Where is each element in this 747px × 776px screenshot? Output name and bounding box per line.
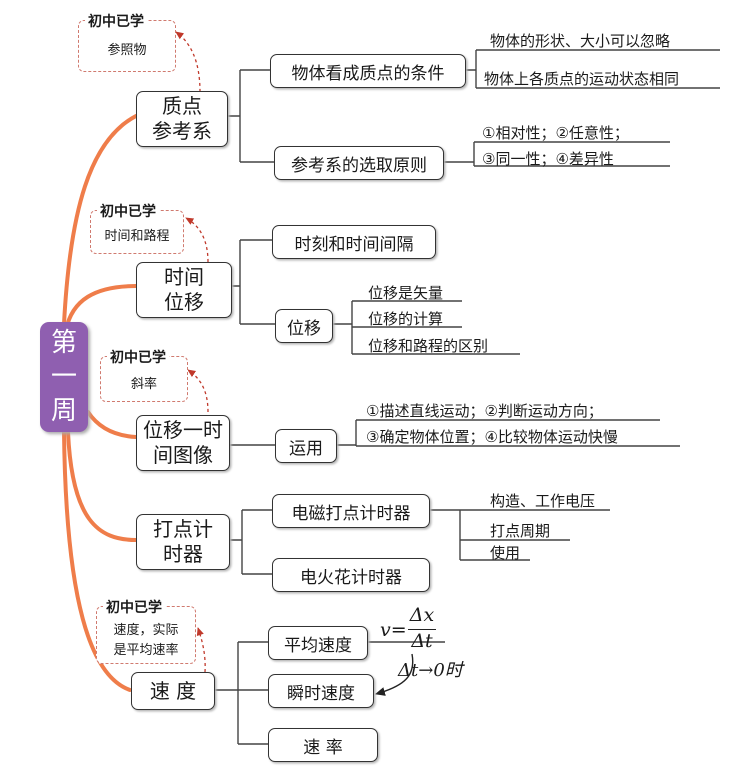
- note-title: 初中已学: [97, 201, 159, 221]
- formula-numerator: Δx: [409, 604, 435, 626]
- node-inst-speed: 瞬时速度: [268, 674, 374, 708]
- detail-timer-1: 构造、工作电压: [490, 492, 596, 510]
- note-prior-3: 初中已学 斜率: [100, 347, 188, 402]
- note-title: 初中已学: [103, 597, 165, 617]
- formula-lhs: v=: [380, 619, 407, 641]
- branch-title-line: 位移一时: [143, 418, 223, 442]
- note-line: 斜率: [130, 377, 157, 392]
- detail-particle-1: 物体的形状、大小可以忽略: [490, 32, 671, 50]
- root-node: 第 一 周: [40, 322, 88, 432]
- node-displacement: 位移: [275, 309, 333, 343]
- node-frame-principle: 参考系的选取原则: [274, 146, 444, 180]
- node-label: 物体看成质点的条件: [291, 63, 445, 84]
- node-label: 电磁打点计时器: [291, 503, 411, 524]
- branch-title-line: 时间: [164, 265, 204, 289]
- note-line: 时间和路程: [104, 229, 170, 244]
- branch-speed: 速 度: [131, 672, 215, 710]
- note-prior-1: 初中已学 参照物: [78, 11, 176, 72]
- note1-arrow: [175, 31, 201, 93]
- branch-particle-frame: 质点 参考系: [136, 91, 228, 147]
- note-prior-2: 初中已学 时间和路程: [90, 201, 184, 254]
- branch-title-line: 位移: [164, 290, 204, 314]
- node-label: 运用: [289, 438, 323, 459]
- detail-frame-1: ①相对性；②任意性；: [482, 124, 629, 142]
- link-root-branch5: [62, 430, 132, 692]
- note3-arrow: [187, 369, 209, 413]
- detail-disp-3: 位移和路程的区别: [368, 337, 489, 355]
- node-label: 位移: [287, 318, 321, 339]
- node-label: 平均速度: [284, 635, 352, 656]
- note-line: 参照物: [107, 43, 147, 58]
- formula-arrow: [374, 653, 414, 696]
- formula-denominator: Δt: [411, 630, 433, 652]
- node-application: 运用: [275, 429, 337, 463]
- node-avg-speed: 平均速度: [268, 626, 368, 660]
- node-label: 速 率: [303, 737, 343, 758]
- detail-particle-2: 物体上各质点的运动状态相同: [484, 70, 680, 88]
- link-root-branch2: [64, 284, 138, 332]
- detail-timer-2: 打点周期: [490, 522, 551, 540]
- note-prior-4: 初中已学 速度，实际 是平均速率: [96, 597, 196, 664]
- root-char-2: 一: [50, 362, 77, 392]
- formula-limit: Δt→0时: [398, 660, 463, 681]
- node-label: 电火花计时器: [300, 567, 402, 588]
- note2-arrow: [185, 217, 209, 263]
- note-title: 初中已学: [107, 347, 169, 367]
- node-moment-interval: 时刻和时间间隔: [272, 225, 436, 259]
- branch-title-line: 质点: [162, 94, 202, 118]
- node-particle-condition: 物体看成质点的条件: [270, 54, 466, 88]
- note-title: 初中已学: [85, 11, 147, 31]
- detail-timer-3: 使用: [490, 544, 521, 562]
- note4-arrow: [196, 627, 206, 673]
- branch-displacement-time-graph: 位移一时 间图像: [136, 415, 230, 471]
- branch-title-line: 时器: [163, 542, 203, 566]
- branch-time-displacement: 时间 位移: [136, 262, 232, 318]
- branch-ticker-timer: 打点计 时器: [136, 514, 230, 570]
- link-root-branch4: [66, 430, 138, 542]
- detail-app-2: ③确定物体位置；④比较物体运动快慢: [366, 428, 618, 446]
- note-line: 速度，实际: [113, 623, 179, 638]
- root-char-3: 周: [50, 396, 77, 426]
- detail-app-1: ①描述直线运动；②判断运动方向；: [366, 402, 603, 420]
- detail-frame-2: ③同一性；④差异性: [482, 150, 614, 168]
- node-label: 时刻和时间间隔: [294, 234, 414, 255]
- node-label: 瞬时速度: [287, 683, 355, 704]
- detail-disp-1: 位移是矢量: [368, 284, 444, 302]
- link-root-branch1: [62, 114, 138, 326]
- note-line: 是平均速率: [113, 643, 179, 658]
- branch-title-line: 速 度: [149, 678, 197, 703]
- branch-title-line: 打点计: [153, 517, 213, 541]
- node-spark-timer: 电火花计时器: [272, 558, 430, 592]
- fraction-bar: [408, 629, 436, 630]
- node-label: 参考系的选取原则: [291, 155, 427, 176]
- link-root-branch3: [86, 410, 138, 439]
- branch-title-line: 间图像: [153, 443, 213, 467]
- node-em-timer: 电磁打点计时器: [272, 494, 430, 528]
- formula-fraction: Δx Δt: [408, 604, 436, 654]
- detail-disp-2: 位移的计算: [368, 310, 444, 328]
- root-char-1: 第: [50, 328, 77, 358]
- node-rate: 速 率: [268, 728, 378, 762]
- branch-title-line: 参考系: [152, 119, 212, 143]
